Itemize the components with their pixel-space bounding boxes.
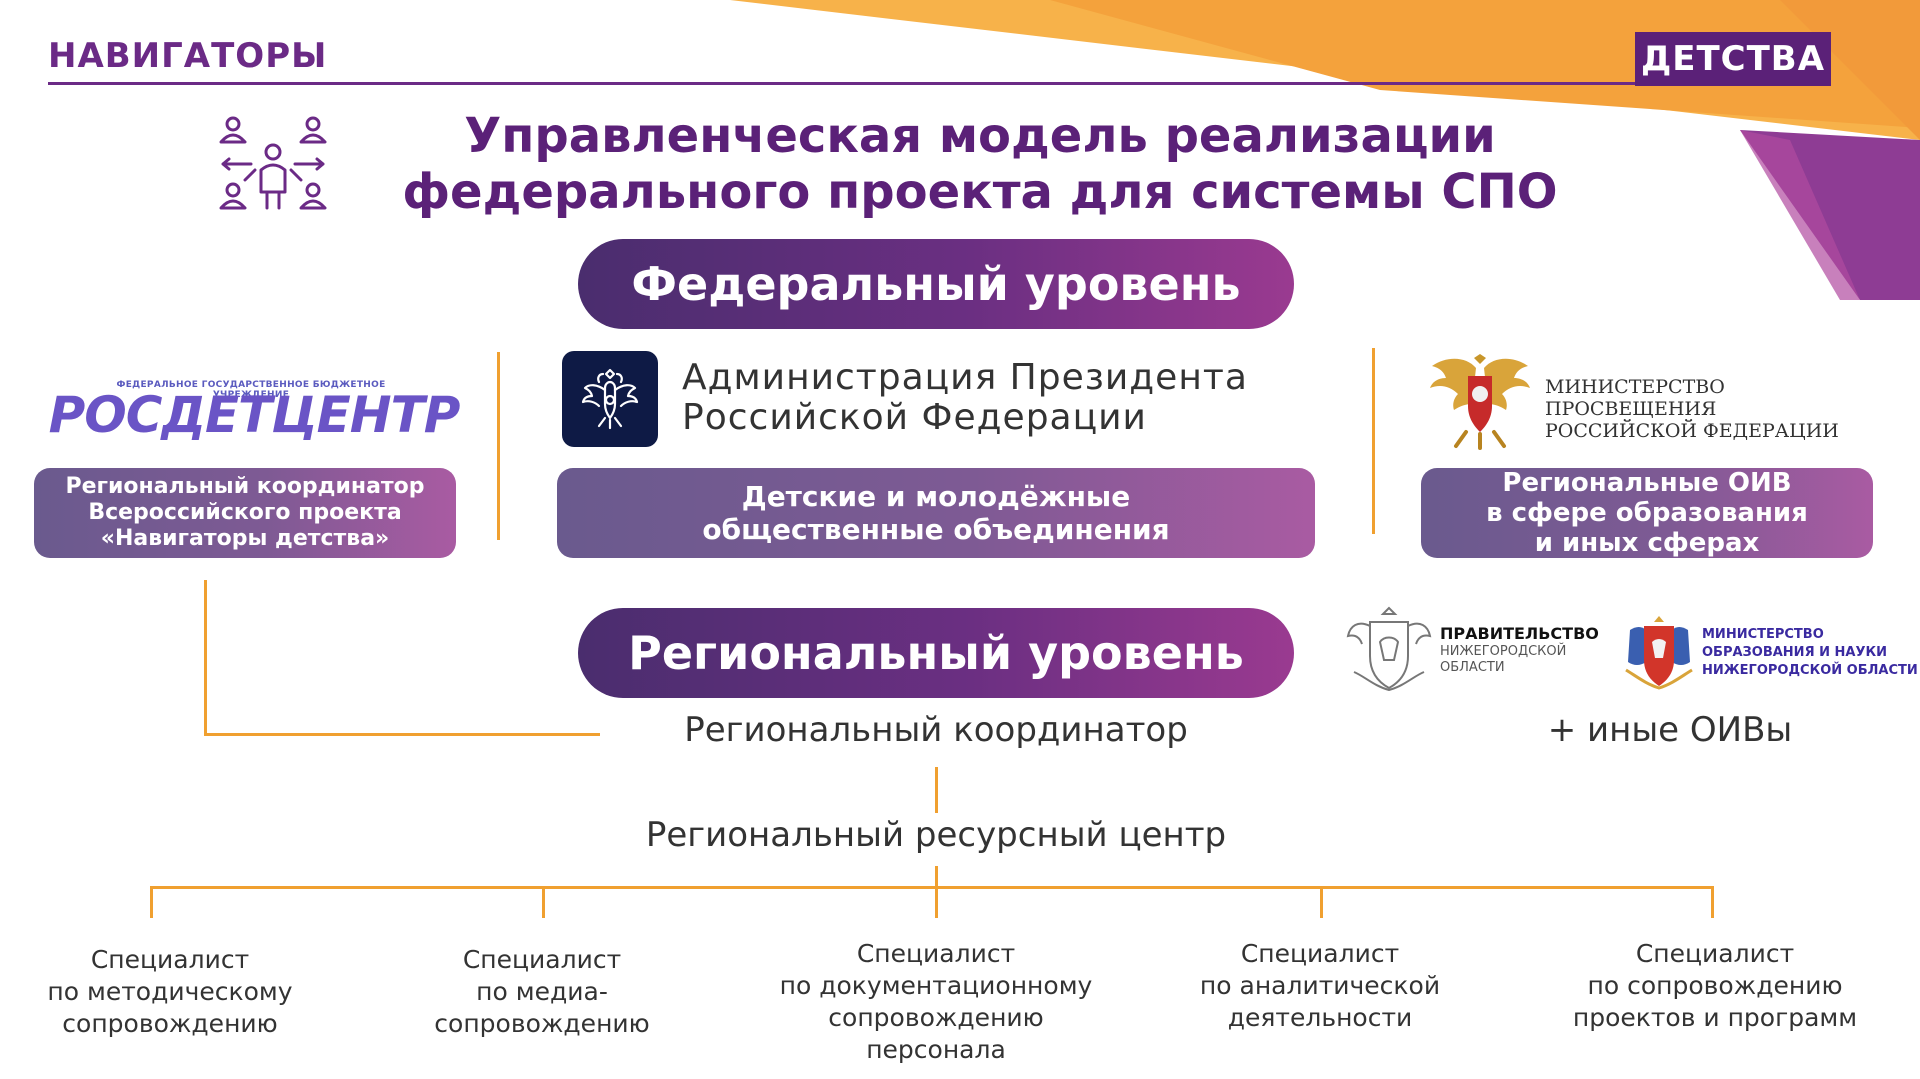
gov-line-1: ПРАВИТЕЛЬСТВО [1440, 624, 1599, 643]
gov-line-2: НИЖЕГОРОДСКОЙ [1440, 644, 1567, 659]
double-eagle-icon [581, 368, 639, 430]
federal-level-pill: Федеральный уровень [578, 239, 1294, 329]
spec-5-line-1: Специалист [1635, 939, 1795, 968]
spec-2-line-1: Специалист [462, 945, 622, 974]
spec-4-line-3: деятельности [1227, 1003, 1413, 1032]
regional-ministry-coat-icon [1625, 616, 1693, 690]
regional-ministry-name: МИНИСТЕРСТВО ОБРАЗОВАНИЯ И НАУКИ НИЖЕГОР… [1702, 626, 1920, 680]
connector-left-across [204, 733, 600, 736]
specialist-documentation: Специалист по документационному сопровож… [720, 938, 1152, 1066]
card-left-line-2: Всероссийского проекта [88, 500, 402, 525]
connector-coordinator-to-center [935, 767, 938, 813]
min2-line-2: ОБРАЗОВАНИЯ И НАУКИ [1702, 645, 1887, 660]
regional-level-pill: Региональный уровень [578, 608, 1294, 698]
people-network-icon [219, 116, 327, 210]
other-ouvs-label: + иные ОИВы [1547, 710, 1793, 750]
brand-detstva: ДЕТСТВА [1635, 32, 1831, 86]
connector-branch-1 [150, 886, 153, 918]
min2-line-1: МИНИСТЕРСТВО [1702, 627, 1824, 642]
regional-ouv-card: Региональные ОИВ в сфере образования и и… [1421, 468, 1873, 558]
specialist-analytical: Специалист по аналитической деятельности [1150, 938, 1490, 1034]
title-line-1: Управленческая модель реализации [464, 108, 1496, 164]
spec-1-line-2: по методическому [47, 977, 293, 1006]
spec-2-line-3: сопровождению [434, 1009, 650, 1038]
header-rule [48, 82, 1636, 85]
spec-5-line-2: по сопровождению [1587, 971, 1843, 1000]
admin-line-1: Администрация Президента [682, 357, 1248, 398]
youth-associations-card: Детские и молодёжные общественные объеди… [557, 468, 1315, 558]
card-left-line-1: Региональный координатор [65, 474, 425, 499]
spec-5-line-3: проектов и программ [1572, 1003, 1858, 1032]
minpros-line-1: МИНИСТЕРСТВО ПРОСВЕЩЕНИЯ [1545, 376, 1725, 420]
spec-2-line-2: по медиа- [476, 977, 608, 1006]
nizhny-novgorod-government-coat-icon [1346, 606, 1432, 692]
rosdetcenter-caption: ФЕДЕРАЛЬНОЕ ГОСУДАРСТВЕННОЕ БЮДЖЕТНОЕ УЧ… [116, 380, 386, 400]
specialist-methodical: Специалист по методическому сопровождени… [10, 944, 330, 1040]
spec-4-line-1: Специалист [1240, 939, 1400, 968]
min2-line-3: НИЖЕГОРОДСКОЙ ОБЛАСТИ [1702, 663, 1918, 678]
card-mid-line-1: Детские и молодёжные [741, 480, 1131, 513]
regional-coordinator-label: Региональный координатор [684, 710, 1188, 750]
gov-line-3: ОБЛАСТИ [1440, 660, 1505, 675]
connector-branch-5 [1711, 886, 1714, 918]
spec-3-line-4: персонала [866, 1035, 1006, 1064]
connector-branch-2 [542, 886, 545, 918]
resource-center-label: Региональный ресурсный центр [645, 815, 1227, 855]
spec-1-line-1: Специалист [90, 945, 250, 974]
card-right-line-1: Региональные ОИВ [1502, 468, 1792, 498]
connector-left-down [204, 580, 207, 736]
card-right-line-3: и иных сферах [1534, 528, 1760, 558]
specialist-media: Специалист по медиа- сопровождению [382, 944, 702, 1040]
connector-branch-4 [1320, 886, 1323, 918]
title-line-2: федерального проекта для системы СПО [402, 164, 1558, 220]
card-right-line-2: в сфере образования [1486, 498, 1808, 528]
minpros-line-2: РОССИЙСКОЙ ФЕДЕРАЦИИ [1545, 420, 1839, 442]
nizhny-novgorod-government-name: ПРАВИТЕЛЬСТВО НИЖЕГОРОДСКОЙ ОБЛАСТИ [1440, 626, 1620, 676]
rosdetcenter-logo: РОСДЕТЦЕНТР [48, 386, 461, 444]
presidential-administration-logo [562, 351, 658, 447]
spec-4-line-2: по аналитической [1199, 971, 1441, 1000]
page-title: Управленческая модель реализации федерал… [350, 108, 1610, 220]
connector-center-stem [935, 866, 938, 918]
ministry-enlightenment-name: МИНИСТЕРСТВО ПРОСВЕЩЕНИЯ РОССИЙСКОЙ ФЕДЕ… [1545, 376, 1885, 442]
card-left-line-3: «Навигаторы детства» [100, 526, 390, 551]
spec-3-line-1: Специалист [856, 939, 1016, 968]
spec-3-line-2: по документационному [779, 971, 1093, 1000]
card-mid-line-2: общественные объединения [702, 513, 1170, 546]
separator-left [497, 352, 500, 540]
admin-line-2: Российской Федерации [682, 397, 1147, 438]
separator-right [1372, 348, 1375, 534]
regional-coordinator-card: Региональный координатор Всероссийского … [34, 468, 456, 558]
brand-navigatory: НАВИГАТОРЫ [48, 36, 328, 76]
spec-1-line-3: сопровождению [62, 1009, 278, 1038]
presidential-administration-name: Администрация Президента Российской Феде… [682, 358, 1322, 438]
spec-3-line-3: сопровождению [828, 1003, 1044, 1032]
specialist-projects: Специалист по сопровождению проектов и п… [1520, 938, 1910, 1034]
connector-branch-bar [150, 886, 1714, 889]
ministry-coat-of-arms-icon [1430, 354, 1530, 450]
